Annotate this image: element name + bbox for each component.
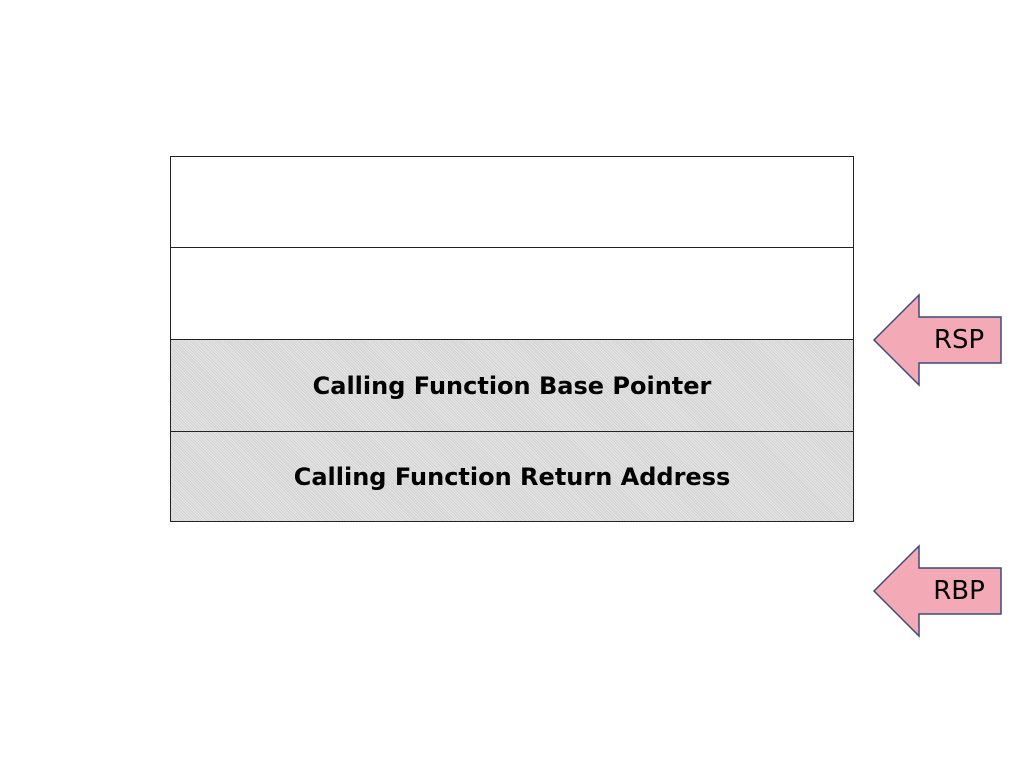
stack-slot-return-address: Calling Function Return Address (171, 432, 853, 521)
rbp-pointer-arrow: RBP (872, 544, 1002, 638)
stack-slot-base-pointer: Calling Function Base Pointer (171, 340, 853, 432)
stack-slot-empty-second (171, 248, 853, 340)
rsp-pointer-arrow: RSP (872, 293, 1002, 387)
rbp-label: RBP (933, 576, 985, 606)
left-arrow-icon (872, 293, 1002, 387)
rsp-label: RSP (933, 325, 985, 355)
stack-frame: Calling Function Base Pointer Calling Fu… (170, 156, 854, 522)
stack-slot-empty-top (171, 157, 853, 248)
left-arrow-icon (872, 544, 1002, 638)
